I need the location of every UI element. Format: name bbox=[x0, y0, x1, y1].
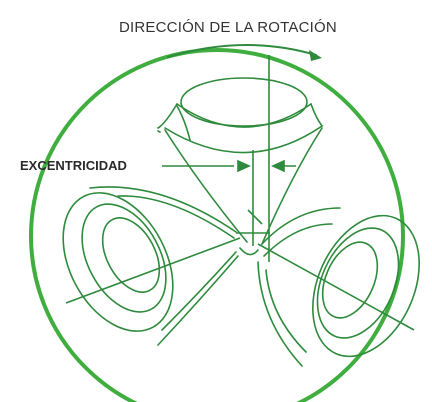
rotation-direction-label: DIRECCIÓN DE LA ROTACIÓN bbox=[119, 19, 337, 36]
rotation-arrow-icon bbox=[167, 43, 322, 61]
upper-cone bbox=[157, 77, 323, 245]
right-cone bbox=[239, 207, 420, 367]
borehole-outline bbox=[29, 48, 405, 402]
eccentricity-label: EXCENTRICIDAD bbox=[20, 158, 127, 173]
eccentricity-marker bbox=[162, 150, 296, 246]
left-cone bbox=[62, 186, 241, 346]
